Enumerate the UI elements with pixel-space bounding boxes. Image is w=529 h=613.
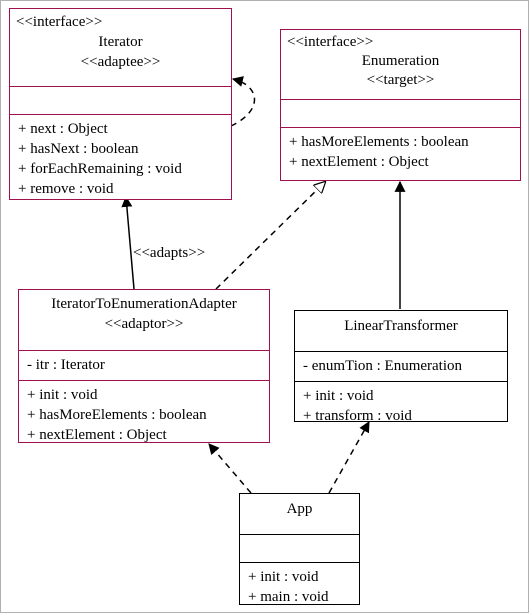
method: + hasNext : boolean xyxy=(18,141,139,157)
adapts-association-line xyxy=(121,195,135,290)
class-iterator: <<interface>> Iterator <<adaptee>> + nex… xyxy=(9,8,232,200)
class-header: LinearTransformer xyxy=(295,311,507,351)
class-header: App xyxy=(240,494,359,534)
method: + transform : void xyxy=(303,408,412,424)
method: + nextElement : Object xyxy=(27,427,167,443)
attributes-section xyxy=(281,99,520,127)
role-label: <<adaptor>> xyxy=(104,316,184,332)
methods-section: + next : Object + hasNext : boolean + fo… xyxy=(10,114,231,203)
method: + hasMoreElements : boolean xyxy=(289,134,469,150)
class-name: Enumeration xyxy=(361,53,440,69)
class-linear-transformer: LinearTransformer - enumTion : Enumerati… xyxy=(294,310,508,424)
method: + next : Object xyxy=(18,121,108,137)
attributes-section xyxy=(10,86,231,114)
class-header: IteratorToEnumerationAdapter <<adaptor>> xyxy=(19,290,269,350)
adapts-label: <<adapts>> xyxy=(133,245,206,261)
methods-section: + hasMoreElements : boolean + nextElemen… xyxy=(281,127,520,176)
attribute: - itr : Iterator xyxy=(27,357,105,373)
methods-section: + init : void + hasMoreElements : boolea… xyxy=(19,380,269,449)
method: + init : void xyxy=(303,388,374,404)
class-app: App + init : void + main : void xyxy=(239,493,360,605)
class-name: IteratorToEnumerationAdapter xyxy=(51,296,237,312)
attributes-section: - itr : Iterator xyxy=(19,350,269,380)
class-header: <<interface>> Iterator <<adaptee>> xyxy=(10,9,231,86)
method: + hasMoreElements : boolean xyxy=(27,407,207,423)
iterator-self-association xyxy=(230,76,256,127)
method: + nextElement : Object xyxy=(289,154,429,170)
app-transformer-dependency xyxy=(328,421,370,494)
class-name: LinearTransformer xyxy=(344,318,458,334)
attributes-section: - enumTion : Enumeration xyxy=(295,351,507,381)
role-label: <<adaptee>> xyxy=(80,54,161,70)
role-label: <<target>> xyxy=(366,72,435,88)
method: + init : void xyxy=(248,569,319,585)
class-name: App xyxy=(286,501,313,517)
class-header: <<interface>> Enumeration <<target>> xyxy=(281,30,520,99)
method: + main : void xyxy=(248,589,329,605)
stereotype-label: <<interface>> xyxy=(287,34,374,50)
realization-line xyxy=(215,182,325,290)
class-name: Iterator xyxy=(98,34,143,50)
methods-section: + init : void + transform : void xyxy=(295,381,507,430)
stereotype-label: <<interface>> xyxy=(16,14,103,30)
methods-section: + init : void + main : void xyxy=(240,562,359,611)
attribute: - enumTion : Enumeration xyxy=(303,358,463,374)
class-enumeration: <<interface>> Enumeration <<target>> + h… xyxy=(280,29,521,181)
app-adapter-dependency xyxy=(208,443,252,494)
method: + forEachRemaining : void xyxy=(18,161,182,177)
method: + init : void xyxy=(27,387,98,403)
class-iterator-to-enumeration-adapter: IteratorToEnumerationAdapter <<adaptor>>… xyxy=(18,289,270,443)
attributes-section xyxy=(240,534,359,562)
method: + remove : void xyxy=(18,181,114,197)
